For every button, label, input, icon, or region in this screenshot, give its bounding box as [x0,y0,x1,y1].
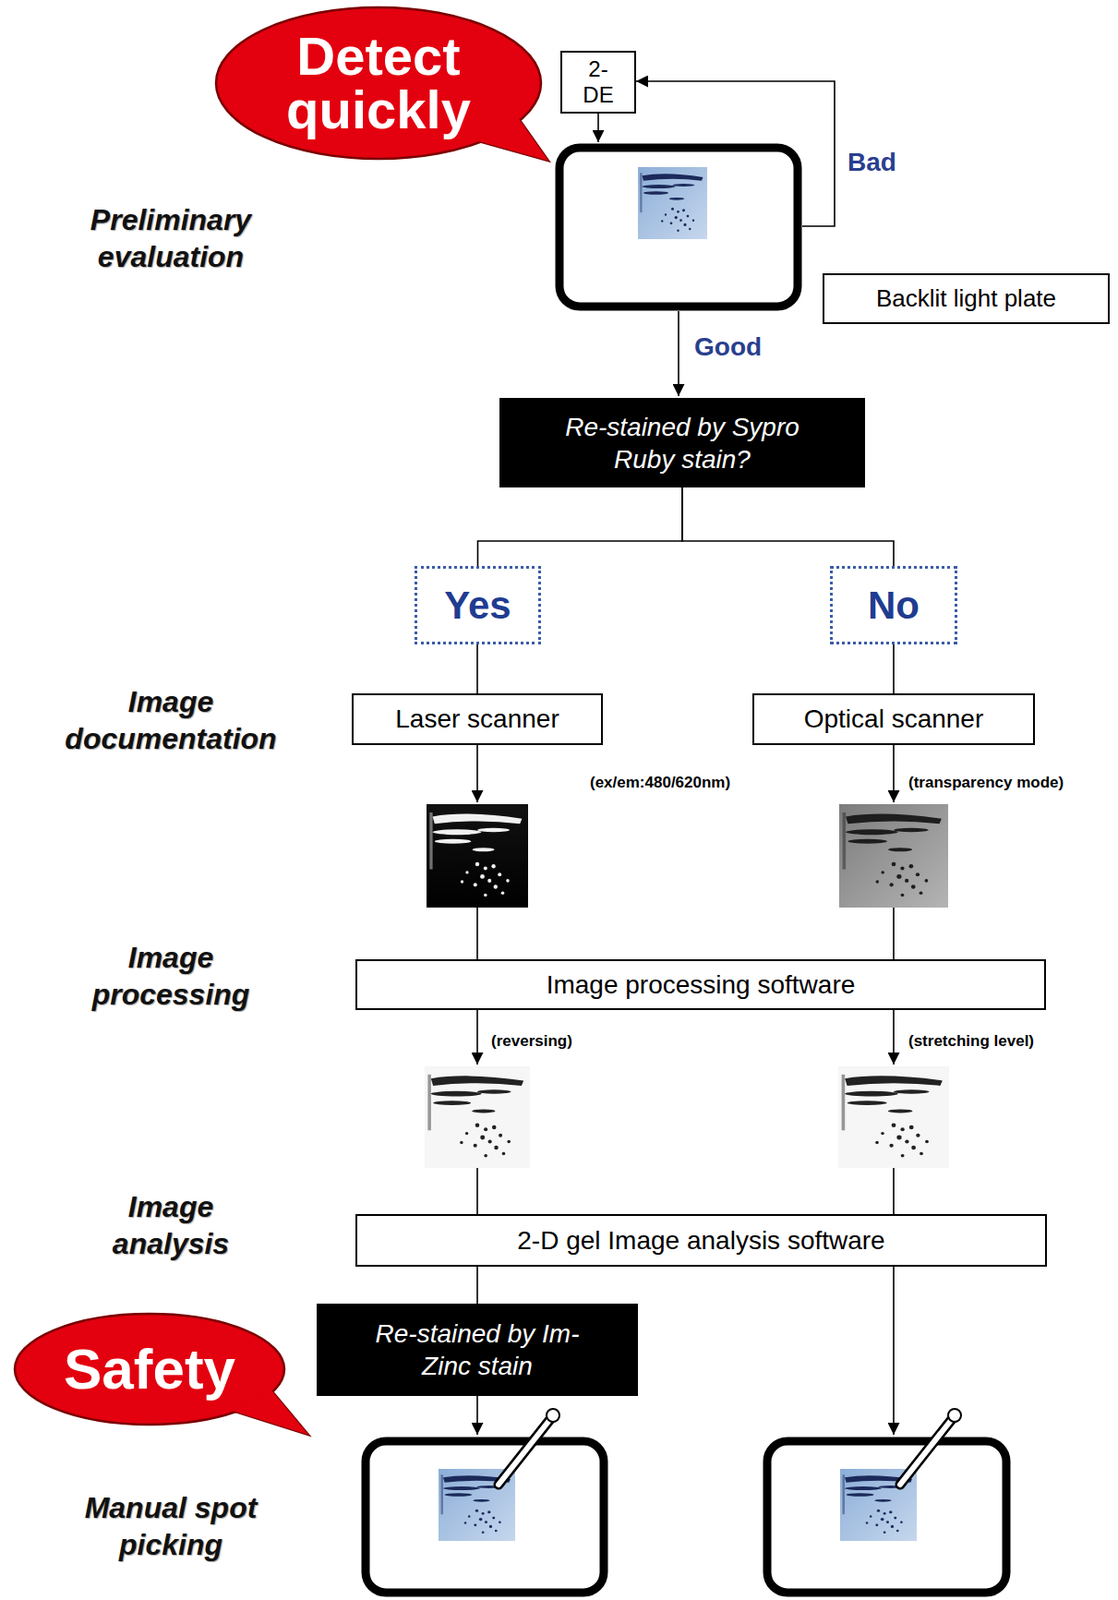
callout-text: Safety [63,1340,236,1398]
software-box: Image processing software [355,959,1046,1010]
box-label: 2-D gel Image analysis software [516,1226,885,1256]
choice-label: No [867,583,920,628]
stage-label: Image analysis [78,1188,264,1263]
annotation-label: (stretching level) [908,1032,1034,1051]
equipment-box: Laser scanner [351,693,603,746]
connector [892,644,895,694]
connector [476,644,479,694]
equipment-box: Optical scanner [752,693,1035,746]
branch-label: Bad [847,147,897,178]
gel-stretched [838,1066,950,1168]
gel-optical-scan [839,804,949,908]
annotation-label: (ex/em:480/620nm) [589,773,731,793]
box-label: 2-DE [573,56,624,109]
branch-label: Good [694,332,762,362]
annotation-label: (transparency mode) [908,773,1064,793]
stage-label: Image processing [46,938,296,1013]
box-label: Re-stained by Im-Zinc stain [357,1317,598,1383]
box-label: Laser scanner [395,704,559,734]
box-label: Re-stained by Sypro Ruby stain? [543,410,821,476]
choice-box: Yes [414,565,541,645]
picking-frame [767,1408,1007,1593]
annotation-label: (reversing) [491,1032,573,1051]
stage-label: Manual spot picking [64,1489,277,1563]
stage-label: Preliminary evaluation [46,201,296,276]
box-label: Optical scanner [804,704,985,734]
gel-laser-scan [426,804,529,908]
gel-frame [559,147,798,307]
process-box: Re-stained by Im-Zinc stain [316,1303,638,1396]
callout-text: Detect quickly [230,29,527,137]
decision-box: Re-stained by Sypro Ruby stain? [499,397,866,488]
callout-bubble: Detect quickly [212,3,545,163]
connector [478,487,684,566]
equipment-box: Backlit light plate [822,273,1110,325]
connector [476,1266,479,1304]
choice-box: No [829,565,958,645]
process-box: 2-DE [560,50,637,114]
box-label: Image processing software [546,970,856,1000]
software-box: 2-D gel Image analysis software [355,1214,1047,1267]
stage-label: Image documentation [36,683,305,758]
gel-reversed [424,1066,530,1168]
box-label: Backlit light plate [876,284,1057,313]
picking-frame [365,1408,604,1593]
choice-label: Yes [444,583,511,628]
connector [682,487,894,566]
callout-bubble: Safety [11,1310,289,1428]
